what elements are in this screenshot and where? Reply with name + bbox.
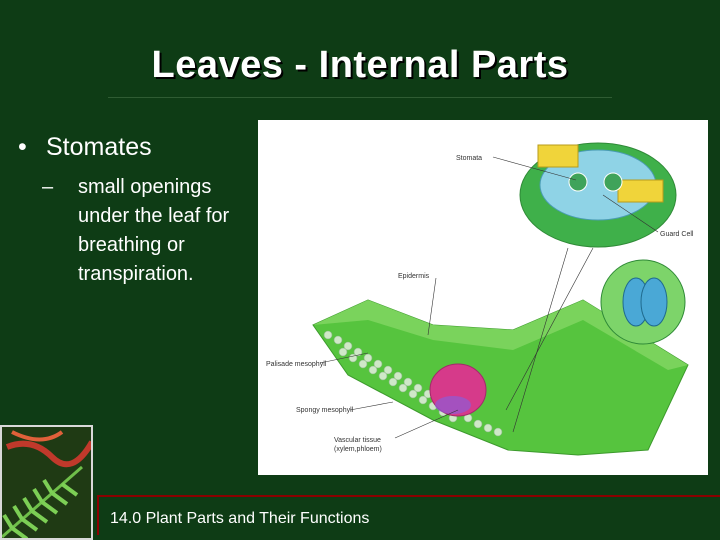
bullet-dot-icon: •	[18, 133, 46, 162]
title-divider	[108, 97, 612, 98]
sub-bullet-text: small openings under the leaf for breath…	[78, 173, 258, 289]
bullet-text: Stomates	[46, 133, 152, 162]
guard-cell-b-shape	[641, 278, 667, 326]
bullet-item: • Stomates	[18, 133, 152, 162]
label-vascular: Vascular tissue	[334, 437, 381, 444]
sub-bullet-item: – small openings under the leaf for brea…	[42, 173, 258, 289]
guard-cell-left-shape	[569, 173, 587, 191]
footer-text: 14.0 Plant Parts and Their Functions	[110, 510, 369, 528]
leaf-diagram: Stomata Guard Cell Epidermis Palisade me…	[258, 120, 708, 475]
epidermal-cell-shape	[538, 145, 578, 167]
leaf-cross-section-figure: Stomata Guard Cell Epidermis Palisade me…	[258, 120, 708, 475]
fern-thumbnail-image	[0, 425, 93, 540]
epidermal-cell-shape-2	[618, 180, 663, 202]
label-vascular-sub: (xylem,phloem)	[334, 446, 382, 453]
label-spongy: Spongy mesophyll	[296, 407, 354, 414]
label-guard-cell: Guard Cell	[660, 231, 694, 238]
phloem-shape	[435, 396, 471, 414]
fern-picture	[2, 427, 93, 540]
label-epidermis: Epidermis	[398, 273, 430, 280]
label-palisade: Palisade mesophyll	[266, 361, 327, 368]
sub-bullet-dash-icon: –	[42, 173, 78, 289]
label-stomata: Stomata	[456, 155, 482, 162]
guard-cell-right-shape	[604, 173, 622, 191]
slide-title: Leaves - Internal Parts	[0, 44, 720, 87]
